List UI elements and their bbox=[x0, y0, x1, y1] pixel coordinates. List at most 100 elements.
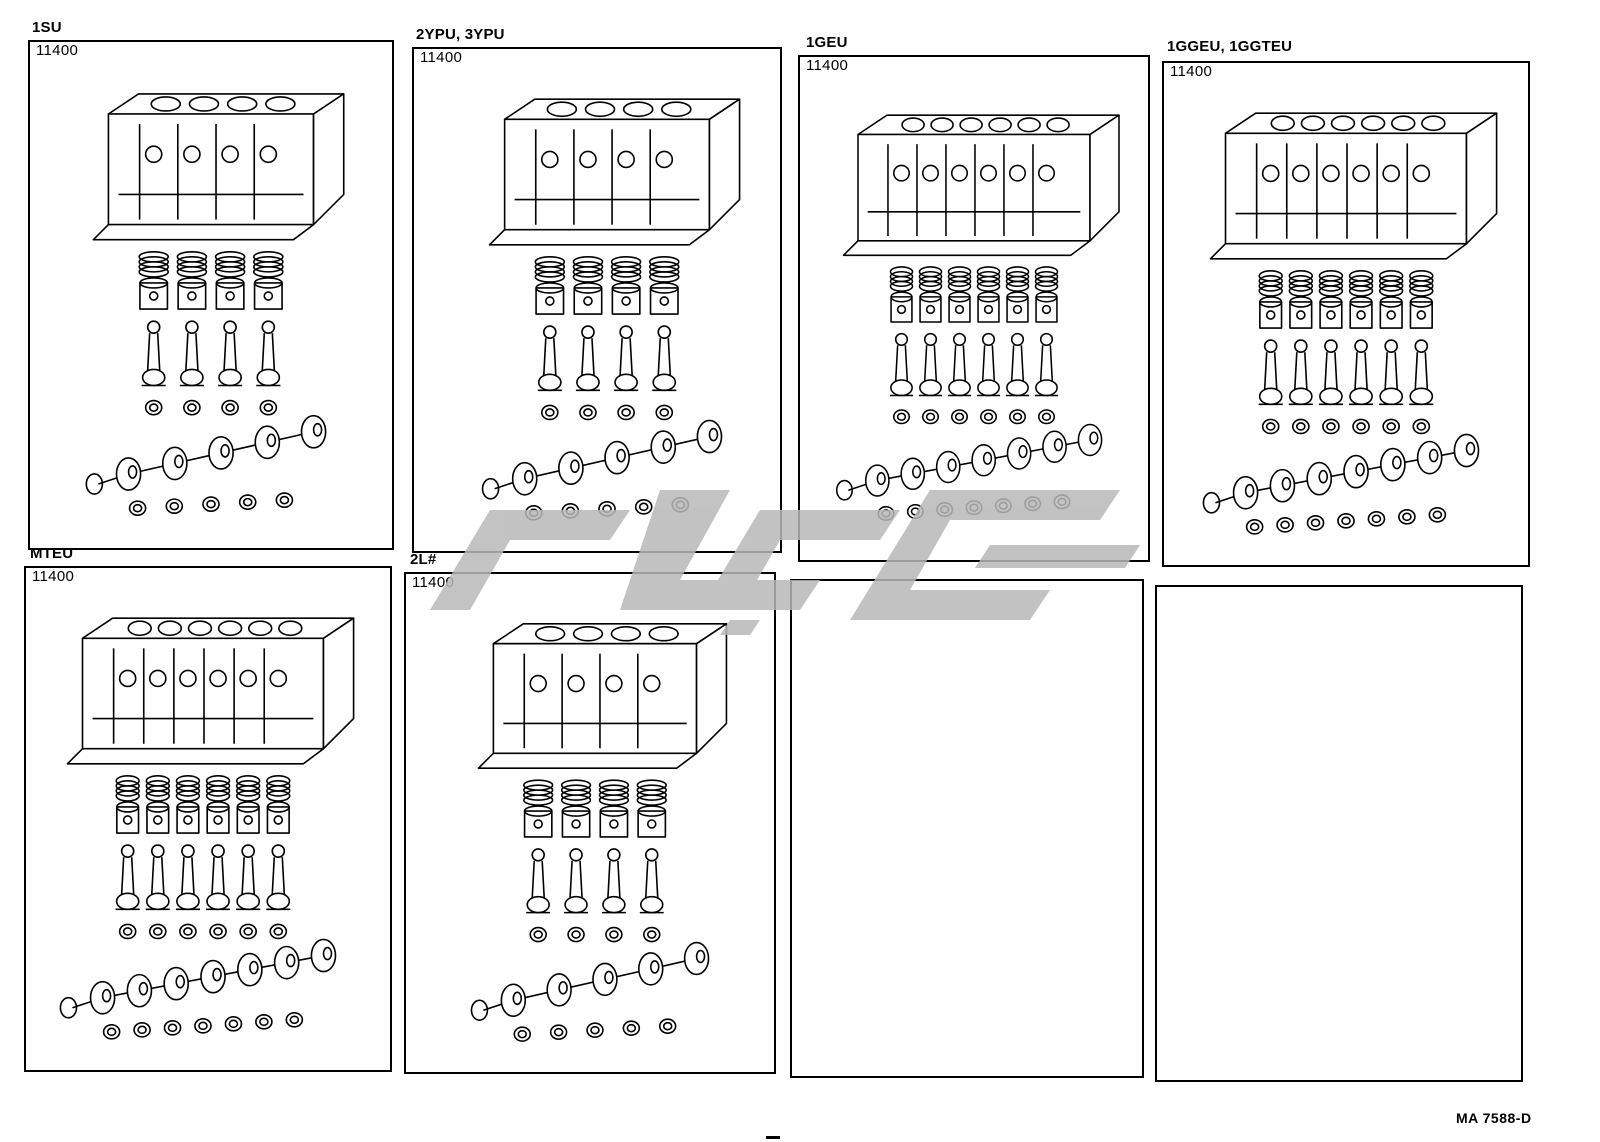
bearing-icon bbox=[642, 926, 661, 943]
piston-icon bbox=[918, 266, 943, 323]
piston-icon bbox=[1005, 266, 1030, 323]
bearing-icon bbox=[671, 496, 690, 513]
bearing-icon bbox=[133, 1022, 151, 1038]
connecting-rod-icon bbox=[236, 844, 261, 911]
engine-exploded-diagram bbox=[414, 49, 780, 551]
engine-exploded-diagram bbox=[30, 42, 392, 548]
piston-icon bbox=[560, 779, 592, 838]
bearing-icon bbox=[285, 1011, 304, 1028]
crankshaft-icon bbox=[470, 941, 710, 1022]
piston-icon bbox=[572, 256, 604, 315]
engine-block-icon bbox=[66, 617, 355, 765]
engine-label-2ypu-3ypu: 2YPU, 3YPU bbox=[416, 26, 505, 43]
bearing-icon bbox=[634, 498, 653, 515]
piston-icon bbox=[266, 775, 291, 834]
piston-icon bbox=[523, 779, 554, 838]
bearing-icon bbox=[1322, 418, 1340, 435]
crankshaft-icon bbox=[1202, 433, 1480, 514]
parts-panel-1ggeu-1ggteu[interactable]: 11400 bbox=[1162, 61, 1530, 567]
engine-label-1ggeu-1ggteu: 1GGEU, 1GGTEU bbox=[1167, 38, 1293, 55]
bearing-icon bbox=[202, 496, 220, 512]
bearing-icon bbox=[118, 923, 137, 940]
bearing-icon bbox=[877, 505, 895, 521]
parts-panel-mteu[interactable]: 11400 bbox=[24, 566, 392, 1072]
bearing-icon bbox=[1261, 418, 1280, 435]
page-mark bbox=[766, 1136, 780, 1139]
connecting-rod-icon bbox=[601, 848, 626, 914]
bearing-icon bbox=[513, 1026, 532, 1042]
engine-exploded-diagram bbox=[26, 568, 390, 1070]
bearing-icon bbox=[579, 404, 597, 421]
connecting-rod-icon bbox=[266, 844, 291, 911]
bearing-icon bbox=[128, 500, 147, 517]
piston-icon bbox=[175, 775, 201, 834]
bearing-icon bbox=[239, 923, 257, 940]
connecting-rod-icon bbox=[976, 332, 1001, 397]
connecting-rod-icon bbox=[564, 848, 589, 914]
connecting-rod-icon bbox=[179, 320, 204, 387]
bearing-icon bbox=[102, 1024, 121, 1040]
engine-exploded-diagram bbox=[800, 57, 1148, 560]
connecting-rod-icon bbox=[218, 320, 243, 387]
engine-exploded-diagram bbox=[1164, 63, 1528, 565]
piston-icon bbox=[976, 266, 1001, 323]
engine-label-1geu: 1GEU bbox=[806, 34, 848, 51]
parts-panel-1geu[interactable]: 11400 bbox=[798, 55, 1150, 562]
connecting-rod-icon bbox=[918, 332, 943, 397]
bearing-icon bbox=[936, 502, 954, 518]
connecting-rod-icon bbox=[141, 320, 166, 387]
bearing-icon bbox=[1053, 494, 1071, 510]
piston-icon bbox=[1258, 270, 1283, 329]
crankshaft-icon bbox=[835, 423, 1103, 501]
bearing-icon bbox=[179, 923, 197, 940]
part-code: 11400 bbox=[1170, 63, 1213, 80]
connecting-rod-icon bbox=[256, 320, 281, 387]
piston-icon bbox=[235, 775, 261, 834]
part-code: 11400 bbox=[32, 568, 75, 585]
bearing-icon bbox=[1428, 506, 1447, 523]
part-code: 11400 bbox=[806, 57, 849, 74]
connecting-rod-icon bbox=[205, 844, 231, 911]
connecting-rod-icon bbox=[1034, 332, 1059, 397]
piston-icon bbox=[1288, 270, 1314, 329]
bearing-icon bbox=[950, 409, 969, 425]
part-code: 11400 bbox=[36, 42, 79, 59]
bearing-icon bbox=[598, 501, 616, 517]
bearing-icon bbox=[567, 926, 585, 943]
piston-icon bbox=[534, 256, 566, 315]
bearing-icon bbox=[1367, 510, 1386, 527]
connecting-rod-icon bbox=[1379, 339, 1404, 406]
connecting-rod-icon bbox=[575, 325, 601, 392]
bearing-icon bbox=[1382, 418, 1401, 435]
bearing-icon bbox=[965, 500, 983, 516]
piston-icon bbox=[889, 266, 914, 323]
connecting-rod-icon bbox=[145, 844, 170, 911]
connecting-rod-icon bbox=[1258, 339, 1283, 406]
parts-panel-2l[interactable]: 11400 bbox=[404, 572, 776, 1074]
bearing-icon bbox=[529, 926, 547, 943]
engine-label-1su: 1SU bbox=[32, 19, 62, 36]
bearing-icon bbox=[549, 1024, 568, 1040]
engine-block-icon bbox=[477, 623, 728, 770]
bearing-icon bbox=[617, 404, 635, 421]
bearing-icon bbox=[1008, 409, 1027, 425]
bearing-icon bbox=[224, 1015, 243, 1032]
piston-icon bbox=[636, 779, 667, 838]
bearing-icon bbox=[1245, 519, 1264, 535]
piston-icon bbox=[1409, 270, 1434, 329]
engine-exploded-diagram bbox=[406, 574, 774, 1072]
connecting-rod-icon bbox=[537, 325, 562, 392]
connecting-rod-icon bbox=[614, 325, 639, 392]
bearing-icon bbox=[1352, 418, 1370, 435]
parts-panel-1su[interactable]: 11400 bbox=[28, 40, 394, 550]
connecting-rod-icon bbox=[1349, 339, 1374, 406]
bearing-icon bbox=[144, 399, 163, 416]
bearing-icon bbox=[1276, 517, 1294, 533]
connecting-rod-icon bbox=[889, 332, 914, 397]
piston-icon bbox=[1378, 270, 1404, 329]
connecting-rod-icon bbox=[526, 848, 551, 914]
bearing-icon bbox=[622, 1020, 641, 1036]
bearing-icon bbox=[524, 505, 543, 521]
parts-panel-2ypu-3ypu[interactable]: 11400 bbox=[412, 47, 782, 553]
bearing-icon bbox=[1412, 418, 1431, 435]
